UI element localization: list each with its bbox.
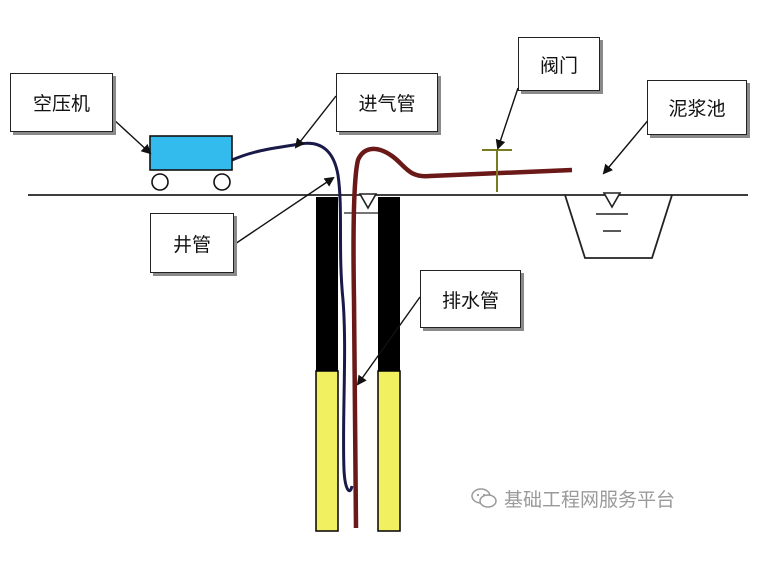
well-left-wall-lower [315, 370, 339, 532]
watermark-text: 基础工程网服务平台 [504, 488, 676, 511]
drain-pipe-label: 排水管 [420, 270, 521, 328]
mud-pool-water-level-icon [602, 192, 622, 209]
well-right-wall-upper [378, 197, 400, 371]
well-left-wall-upper [316, 197, 338, 371]
compressor-body [149, 135, 233, 171]
air-pipe-label: 进气管 [336, 73, 438, 132]
mud-pool [564, 194, 673, 259]
mud-pool-label: 泥浆池 [647, 80, 747, 135]
wechat-icon [471, 488, 497, 508]
watermark: 基础工程网服务平台 [470, 482, 675, 514]
drain-pipe-arrow [356, 296, 421, 386]
compressor-wheel-right [213, 173, 231, 191]
mud-pool-arrow [602, 117, 651, 175]
compressor-wheel-left [151, 173, 169, 191]
air-pipe-arrow [294, 95, 337, 149]
valve-label: 阀门 [518, 37, 600, 91]
valve-arrow [495, 87, 519, 150]
compressor-label: 空压机 [10, 73, 113, 132]
well-right-wall-lower [377, 370, 401, 532]
compressor-arrow [111, 117, 152, 155]
well-water-level-icon [358, 193, 378, 210]
drain-pipe [351, 146, 573, 529]
well-pipe-arrow [231, 176, 335, 247]
well-pipe-label: 井管 [150, 213, 234, 273]
